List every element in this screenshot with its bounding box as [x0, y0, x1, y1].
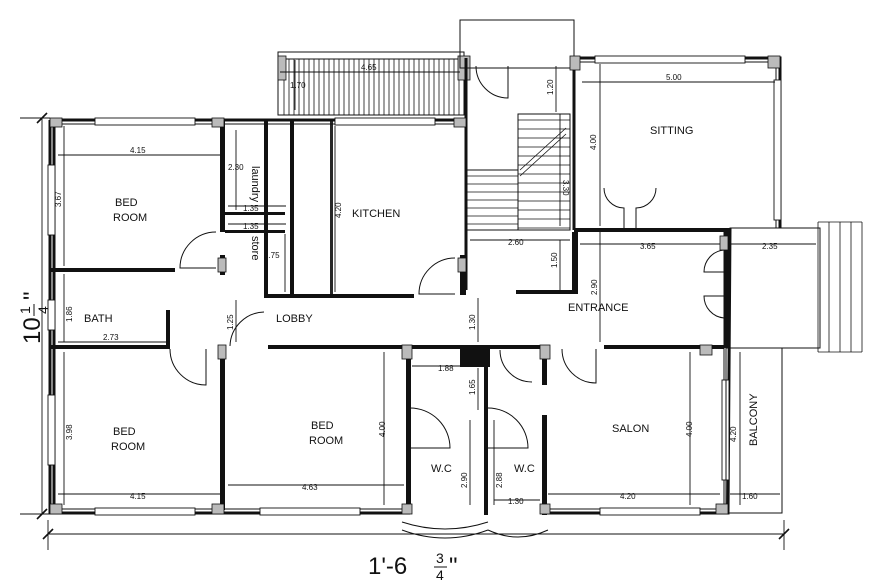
bedroom-3-label-line1: BED	[311, 420, 334, 432]
dim-4-63: 4.63	[302, 483, 318, 492]
overall-width-mark: "	[449, 553, 458, 580]
dim-1-35b: 1.35	[243, 222, 259, 231]
dim-1-30-lobby: 1.30	[468, 314, 477, 330]
sitting-label: SITTING	[650, 125, 693, 137]
bedroom-1-label-line2: ROOM	[113, 212, 147, 224]
balcony-label: BALCONY	[748, 393, 760, 446]
bedroom-2-label-line2: ROOM	[111, 441, 145, 453]
overall-height-den: 4	[35, 306, 51, 314]
dim-4-15-bottom: 4.15	[130, 492, 146, 501]
bedroom-2-label-line1: BED	[113, 426, 136, 438]
dim-4-20-salon: 4.20	[620, 492, 636, 501]
overall-height-whole: 10	[19, 317, 46, 344]
store-label: store	[249, 236, 261, 260]
overall-width-label: 1'-6 3 4 "	[365, 546, 473, 583]
dim-1-35a: 1.35	[243, 204, 259, 213]
dimension-labels: 4.65 1.70 1.20 5.00 4.15 3.67 2.30 1.35 …	[54, 63, 778, 506]
bedroom-1-label-line1: BED	[115, 197, 138, 209]
dim-2-73: 2.73	[103, 333, 119, 342]
dim-1-60: 1.60	[742, 492, 758, 501]
dim-4-20-balcony: 4.20	[729, 426, 738, 442]
interior-walls	[50, 120, 730, 515]
dim-4-65: 4.65	[361, 63, 377, 72]
top-porch	[459, 19, 575, 69]
wc-1-label: W.C	[431, 463, 452, 475]
dim-4-00-sitting: 4.00	[589, 134, 598, 150]
overall-height-mark: "	[19, 291, 46, 300]
overall-height-num: 1	[17, 306, 33, 314]
dim-3-65: 3.65	[640, 242, 656, 251]
kitchen-label: KITCHEN	[352, 208, 400, 220]
balcony	[725, 221, 863, 514]
dim-4-00-salon: 4.00	[685, 421, 694, 437]
dim-5-00: 5.00	[666, 73, 682, 82]
dim-1-88: 1.88	[438, 364, 454, 373]
dim-1-70: 1.70	[290, 81, 306, 90]
dim-1-65: 1.65	[468, 379, 477, 395]
dim-4-20-kitchen: 4.20	[334, 202, 343, 218]
overall-dimension-lines	[20, 112, 790, 550]
dim-1-20: 1.20	[546, 79, 555, 95]
dim-1-50: 1.50	[550, 252, 559, 268]
salon-label: SALON	[612, 423, 649, 435]
dim-2-35: 2.35	[762, 242, 778, 251]
dim-2-90-wc: 2.90	[460, 472, 469, 488]
room-labels: BED ROOM BATH BED ROOM BED ROOM laundry …	[84, 125, 760, 475]
top-veranda	[277, 51, 471, 116]
columns	[49, 55, 781, 515]
wc-2-label: W.C	[514, 463, 535, 475]
overall-width-num: 3	[436, 550, 444, 566]
overall-width-den: 4	[436, 567, 444, 583]
overall-width-prefix: 1'-6	[368, 553, 407, 580]
dim-3-67: 3.67	[54, 191, 63, 207]
staircase	[465, 113, 571, 231]
dim-2-88: 2.88	[495, 472, 504, 488]
laundry-label: laundry	[249, 166, 261, 203]
dim-2-60: 2.60	[508, 238, 524, 247]
bath-label: BATH	[84, 313, 113, 325]
dim-4-15-top: 4.15	[130, 146, 146, 155]
dim-1-86: 1.86	[65, 306, 74, 322]
dim-2-30: 2.30	[228, 163, 244, 172]
doors	[169, 65, 725, 539]
dim-3-30: 3.30	[561, 180, 570, 196]
dim-3-98: 3.98	[65, 424, 74, 440]
bedroom-3-label-line2: ROOM	[309, 435, 343, 447]
dim-1-30-wc: 1.30	[508, 497, 524, 506]
lobby-label: LOBBY	[276, 313, 313, 325]
entrance-label: ENTRANCE	[568, 302, 629, 314]
dim-1-25: 1.25	[226, 314, 235, 330]
interior-dimension-lines	[58, 60, 816, 505]
dim-1-75: 1.75	[264, 251, 280, 260]
overall-height-label: 10 1 4 "	[17, 291, 51, 344]
dim-2-90-entrance: 2.90	[590, 279, 599, 295]
dim-4-00-bedroom: 4.00	[378, 421, 387, 437]
